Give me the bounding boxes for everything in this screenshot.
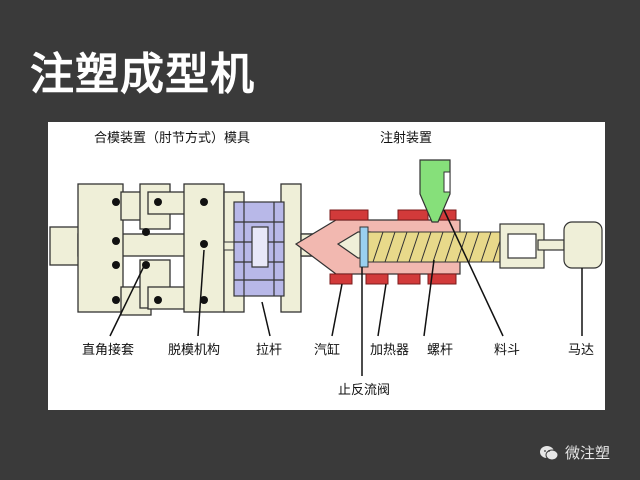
tie-bar-label: 拉杆: [256, 343, 282, 358]
toggle-sleeve-label: 直角接套: [82, 342, 134, 358]
mold: [233, 201, 285, 297]
injection-machine-diagram: 合模装置（肘节方式）模具 注射装置: [49, 130, 603, 398]
watermark: 微注塑: [539, 442, 610, 463]
drive-unit: [499, 221, 603, 269]
ejector-label: 脱模机构: [168, 343, 220, 358]
hopper: [419, 159, 451, 223]
check-valve: [359, 226, 369, 268]
cylinder-label: 汽缸: [314, 342, 340, 358]
toggle-pins: [112, 198, 208, 304]
injection-unit-label: 注射装置: [380, 130, 432, 146]
diagram-panel: 合模装置（肘节方式）模具 注射装置: [48, 122, 605, 410]
leader-lines: [109, 209, 583, 376]
check-valve-label: 止反流阀: [338, 383, 390, 398]
hopper-label: 料斗: [494, 343, 520, 358]
screw-label: 螺杆: [427, 343, 453, 358]
motor-label: 马达: [568, 343, 594, 358]
clamping-unit-label: 合模装置（肘节方式）模具: [94, 130, 250, 146]
watermark-text: 微注塑: [564, 444, 610, 462]
screw: [365, 231, 509, 263]
hopper-window: [443, 171, 451, 193]
slide-title: 注塑成型机: [30, 49, 255, 100]
heater-label: 加热器: [370, 343, 409, 358]
wechat-icon: [539, 445, 559, 461]
heater-bands: [329, 209, 457, 285]
